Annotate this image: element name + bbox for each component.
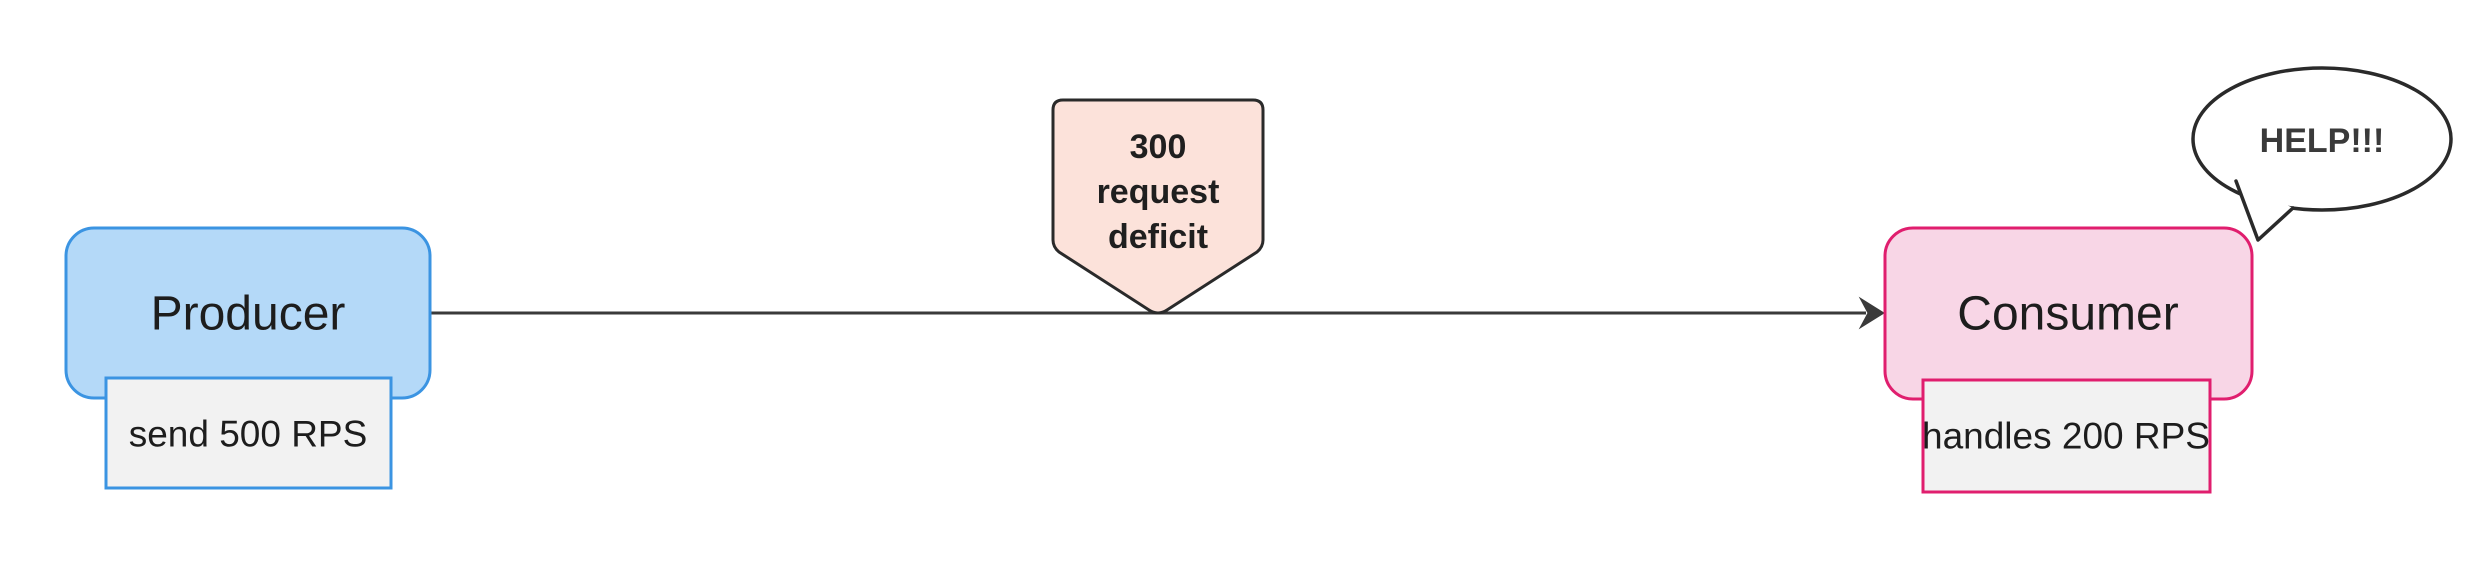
speech-bubble-text: HELP!!! xyxy=(2260,122,2385,160)
speech-bubble-body xyxy=(2191,66,2453,212)
producer-node: Producer send 500 RPS xyxy=(64,226,432,490)
deficit-line-3: deficit xyxy=(1108,218,1208,256)
edge-producer-to-consumer xyxy=(430,296,1885,330)
producer-badge xyxy=(104,376,393,490)
deficit-line-1: 300 xyxy=(1130,128,1187,166)
deficit-line-2: request xyxy=(1097,173,1220,211)
deficit-banner-shape xyxy=(1051,98,1265,315)
consumer-title: Consumer xyxy=(1957,288,2178,341)
producer-badge-label: send 500 RPS xyxy=(129,414,368,455)
deficit-annotation: 300 request deficit xyxy=(1051,98,1265,315)
help-speech-bubble: HELP!!! xyxy=(2191,66,2453,242)
consumer-badge-label: handles 200 RPS xyxy=(1922,416,2210,457)
consumer-badge xyxy=(1921,378,2212,494)
speech-bubble-tail xyxy=(2234,179,2295,242)
producer-title: Producer xyxy=(151,288,346,341)
consumer-node: Consumer handles 200 RPS xyxy=(1883,226,2254,494)
arrowhead-icon xyxy=(1858,296,1885,330)
